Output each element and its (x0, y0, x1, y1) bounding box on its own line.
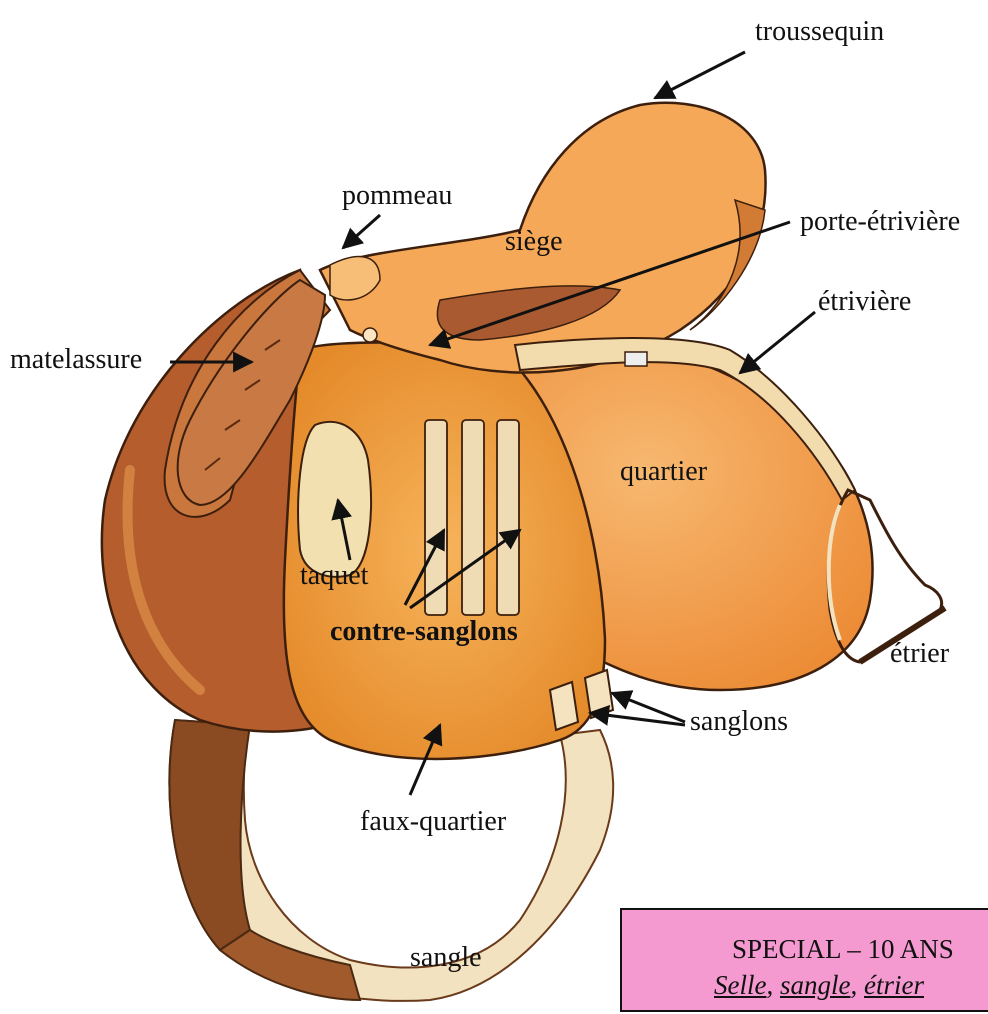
label-troussequin: troussequin (755, 18, 884, 46)
arrow-pommeau (343, 215, 380, 248)
label-matelassure: matelassure (10, 346, 142, 374)
notice-word-sangle[interactable]: sangle (780, 970, 851, 1000)
notice-title: SPECIAL – 10 ANS (732, 934, 954, 965)
label-etrier: étrier (890, 640, 949, 668)
notice-sep-2: , (850, 970, 864, 1000)
notice-word-selle[interactable]: Selle (714, 970, 766, 1000)
taquet-pad (298, 422, 371, 577)
label-faux-quartier: faux-quartier (360, 808, 506, 836)
notice-sep-1: , (766, 970, 780, 1000)
girth-strap-dark (169, 720, 250, 950)
label-sanglons: sanglons (690, 708, 788, 736)
label-pommeau: pommeau (342, 182, 452, 210)
billet-3 (497, 420, 519, 615)
arrow-troussequin (655, 52, 745, 98)
notice-box: SPECIAL – 10 ANS Selle, sangle, étrier (620, 908, 988, 1012)
label-etriviere: étrivière (818, 288, 911, 316)
label-siege: siège (505, 228, 563, 256)
label-taquet: taquet (300, 562, 368, 590)
arrow-etriviere (740, 312, 815, 373)
label-sangle: sangle (410, 944, 482, 972)
billet-2 (462, 420, 484, 615)
notice-words: Selle, sangle, étrier (714, 970, 924, 1001)
label-porte-etriviere: porte-étrivière (800, 208, 960, 236)
label-quartier: quartier (620, 458, 707, 486)
label-contre-sanglons: contre-sanglons (330, 618, 518, 646)
notice-word-etrier[interactable]: étrier (864, 970, 924, 1000)
